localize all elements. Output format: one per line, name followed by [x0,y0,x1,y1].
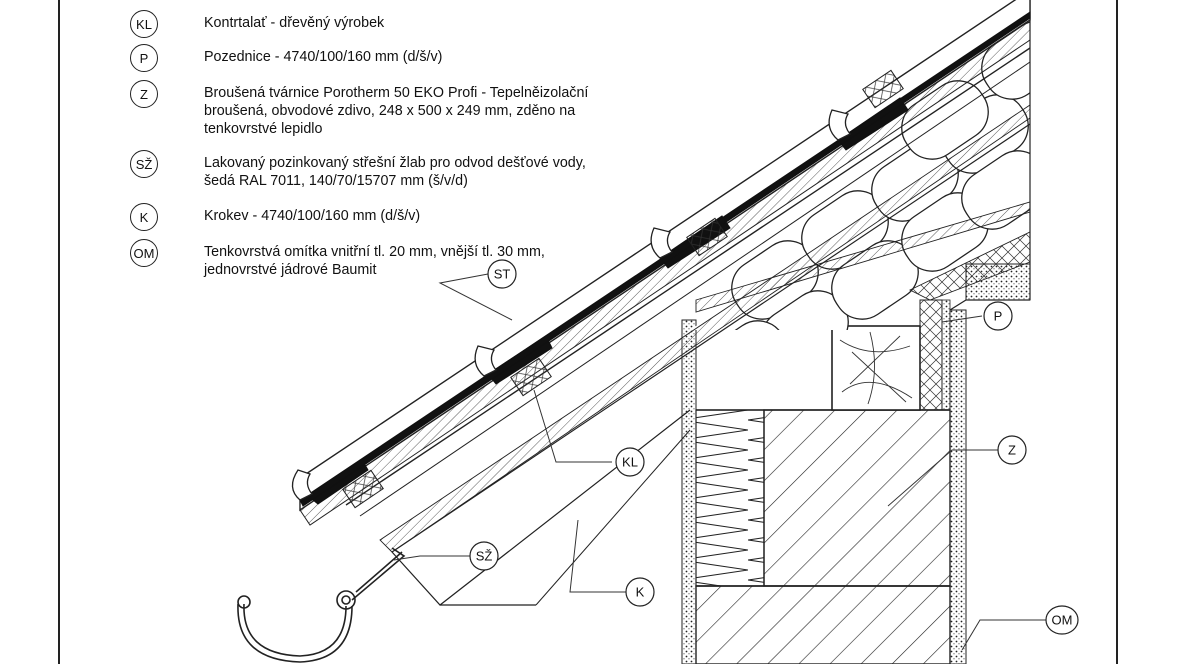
legend-line: Broušená tvárnice Porotherm 50 EKO Profi… [204,85,589,101]
callout-st: ST [487,259,517,289]
legend-line: broušená, obvodové zdivo, 248 x 500 x 24… [204,103,576,119]
legend-symbol: K [130,203,158,231]
frame-border-left [58,0,60,664]
wall-insulation-upper [695,409,765,587]
roof-tiles [291,0,1031,512]
callout-om-label: OM [1052,613,1073,628]
legend: KL Kontrtalať - dřevěný výrobek P Pozedn… [0,0,660,300]
legend-description: Kontrtalať - dřevěný výrobek [204,14,644,32]
frame-border-right [1116,0,1118,664]
callout-k-label: K [636,585,645,600]
callout-sz: SŽ [469,541,499,571]
legend-line: Pozednice - 4740/100/160 mm (d/š/v) [204,49,443,65]
callout-z-label: Z [1008,443,1016,458]
callout-leaders [393,273,1048,651]
callout-st-label: ST [494,267,511,282]
callout-p-label: P [994,309,1003,324]
wall-plate [831,325,921,411]
gutter [237,547,406,663]
callout-om: OM [1045,605,1079,635]
legend-description: Tenkovrstvá omítka vnitřní tl. 20 mm, vn… [204,243,644,279]
legend-symbol: Z [130,80,158,108]
callout-sz-label: SŽ [476,549,493,564]
legend-description: Pozednice - 4740/100/160 mm (d/š/v) [204,48,644,66]
legend-symbol: OM [130,239,158,267]
callout-kl-label: KL [622,455,638,470]
plaster-outer [949,309,967,664]
legend-line: Kontrtalať - dřevěný výrobek [204,15,385,31]
wall-section [681,263,1031,664]
legend-symbol: KL [130,10,158,38]
legend-line: Tenkovrstvá omítka vnitřní tl. 20 mm, vn… [204,244,545,260]
callout-z: Z [997,435,1027,465]
legend-description: Lakovaný pozinkovaný střešní žlab pro od… [204,154,644,190]
legend-line: tenkovrstvé lepidlo [204,121,323,137]
legend-line: šedá RAL 7011, 140/70/15707 mm (š/v/d) [204,173,468,189]
legend-description: Broušená tvárnice Porotherm 50 EKO Profi… [204,84,644,138]
plaster-inner [681,319,697,664]
legend-symbol: P [130,44,158,72]
callout-k: K [625,577,655,607]
legend-symbol: SŽ [130,150,158,178]
callout-kl: KL [615,447,645,477]
plate-strip [919,299,943,411]
legend-line: Lakovaný pozinkovaný střešní žlab pro od… [204,155,586,171]
legend-line: jednovrstvé jádrové Baumit [204,262,377,278]
legend-line: Krokev - 4740/100/160 mm (d/š/v) [204,208,421,224]
porotherm-block-lower [695,585,951,664]
legend-description: Krokev - 4740/100/160 mm (d/š/v) [204,207,644,225]
porotherm-block-upper [763,409,951,587]
callout-p: P [983,301,1013,331]
